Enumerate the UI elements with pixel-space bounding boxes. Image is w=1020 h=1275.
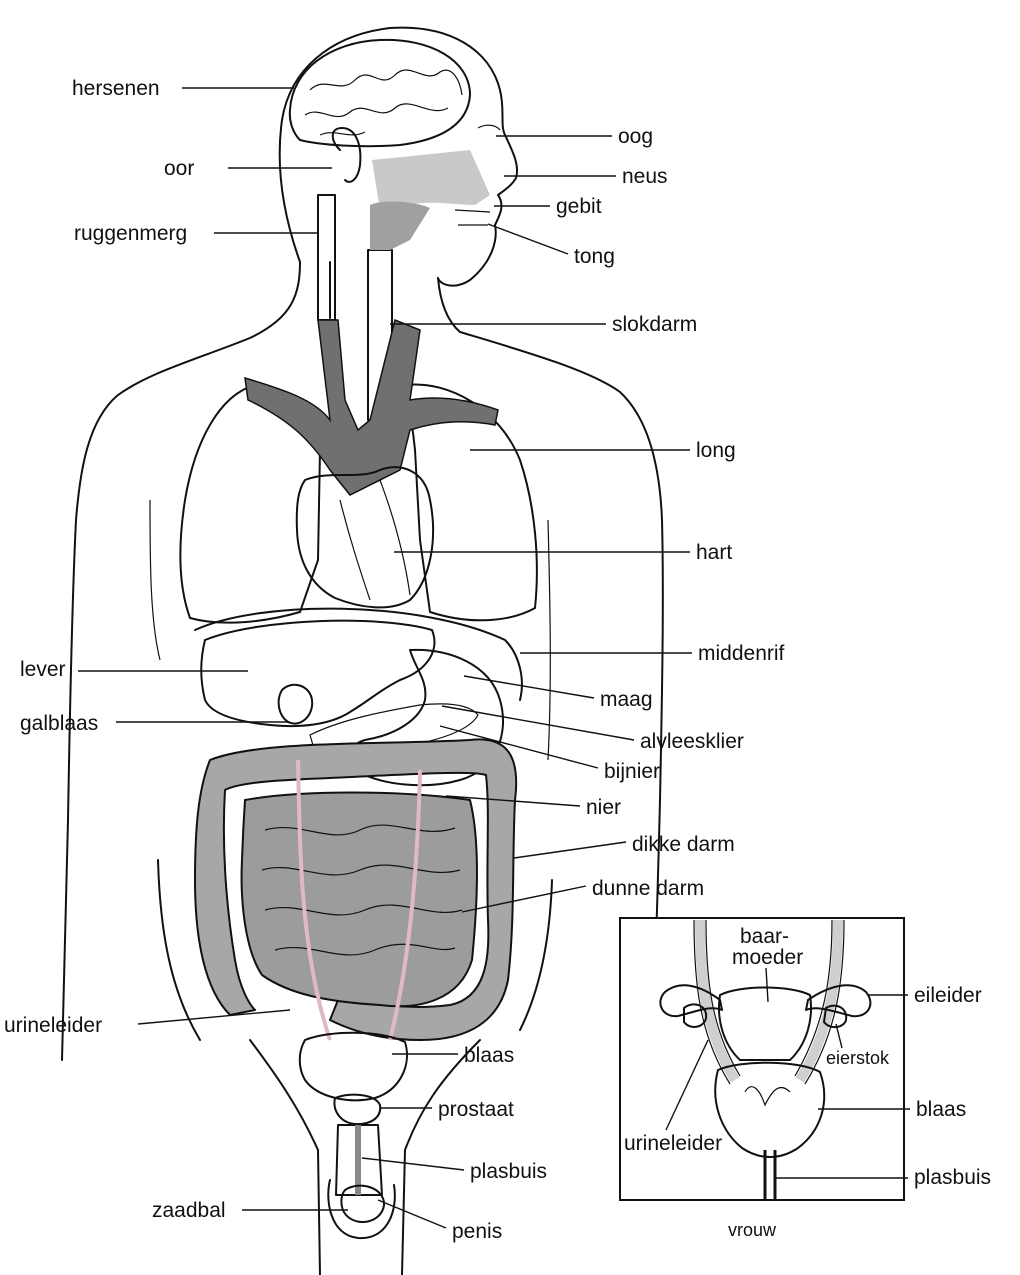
label-slokdarm: slokdarm <box>612 313 697 336</box>
label-middenrif: middenrif <box>698 642 785 665</box>
lower-torso-right <box>520 880 552 1030</box>
label-zaadbal: zaadbal <box>152 1199 226 1222</box>
leg-left <box>250 1040 320 1275</box>
throat <box>370 202 430 250</box>
inset-label-baarmoeder-1: baar- <box>740 925 789 948</box>
spinal-cord <box>318 195 335 320</box>
scrotum <box>328 1180 395 1238</box>
ear <box>333 128 361 182</box>
label-long: long <box>696 439 736 462</box>
great-vessels <box>245 320 498 495</box>
inset-caption: vrouw <box>728 1220 777 1240</box>
label-oog: oog <box>618 125 653 148</box>
testes <box>341 1186 384 1222</box>
label-gebit: gebit <box>556 195 602 218</box>
label-prostaat: prostaat <box>438 1098 514 1121</box>
right-armpit <box>548 520 550 760</box>
liver <box>201 621 434 726</box>
label-lever: lever <box>20 658 66 681</box>
inset-label-eierstok: eierstok <box>826 1048 890 1068</box>
gallbladder <box>279 685 313 724</box>
label-dikke-darm: dikke darm <box>632 833 735 856</box>
label-blaas: blaas <box>464 1044 514 1067</box>
label-alvleesklier: alvleesklier <box>640 730 744 753</box>
label-hart: hart <box>696 541 732 564</box>
inset-label-baarmoeder-2: moeder <box>732 946 803 969</box>
teeth <box>455 210 490 225</box>
inset-label-plasbuis: plasbuis <box>914 1166 991 1189</box>
brain <box>290 40 470 146</box>
label-oor: oor <box>164 157 194 180</box>
brain-folds <box>305 70 462 135</box>
label-penis: penis <box>452 1220 502 1243</box>
label-neus: neus <box>622 165 668 188</box>
inset-label-eileider: eileider <box>914 984 982 1007</box>
label-maag: maag <box>600 688 653 711</box>
label-galblaas: galblaas <box>20 712 98 735</box>
heart-vessels <box>340 480 410 600</box>
label-dunne-darm: dunne darm <box>592 877 704 900</box>
label-urineleider: urineleider <box>4 1014 102 1037</box>
eye <box>478 125 500 130</box>
label-plasbuis: plasbuis <box>470 1160 547 1183</box>
label-bijnier: bijnier <box>604 760 660 783</box>
inset-label-blaas: blaas <box>916 1098 966 1121</box>
female-inset: baar- moeder eileider eierstok blaas uri… <box>620 918 991 1240</box>
bladder <box>300 1033 407 1101</box>
nasal-cavity <box>372 150 490 210</box>
label-tong: tong <box>574 245 615 268</box>
inset-label-urineleider: urineleider <box>624 1132 722 1155</box>
label-nier: nier <box>586 796 621 819</box>
head-outline <box>280 28 517 286</box>
small-intestine <box>242 793 477 1007</box>
label-hersenen: hersenen <box>72 77 160 100</box>
left-armpit <box>150 500 160 660</box>
lower-torso-left <box>158 860 200 1040</box>
label-ruggenmerg: ruggenmerg <box>74 222 187 245</box>
